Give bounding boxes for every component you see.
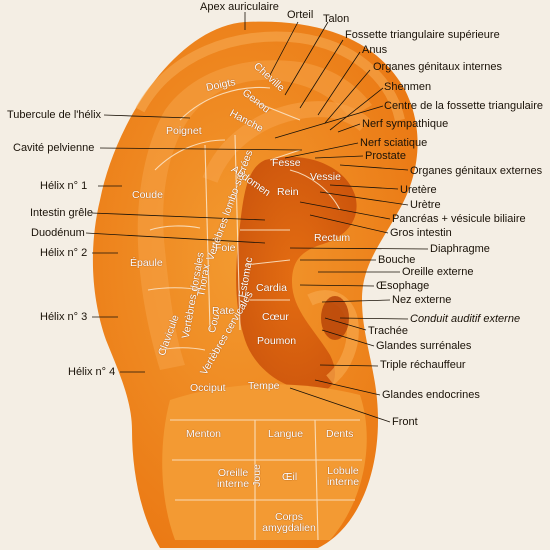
zone-langue: Langue [268, 428, 304, 440]
zone-fesse: Fesse [272, 157, 301, 169]
label-duodenum: Duodénum [31, 227, 85, 239]
label-gros-intestin: Gros intestin [390, 227, 452, 239]
zone-rate: Rate [212, 305, 235, 317]
label-anus: Anus [362, 44, 388, 56]
concha [236, 156, 357, 392]
label-orteil: Orteil [287, 9, 314, 21]
label-front: Front [392, 416, 418, 428]
zone-rein: Rein [277, 186, 299, 198]
label-cavite-pelvienne: Cavité pelvienne [13, 142, 95, 154]
zone-joue: Joue [250, 464, 263, 487]
label-helix-3: Hélix n° 3 [40, 311, 88, 323]
label-triple-rechauffeur: Triple réchauffeur [380, 359, 466, 371]
label-bouche: Bouche [378, 254, 416, 266]
label-conduit-auditif: Conduit auditif externe [410, 313, 521, 325]
label-glandes-endocrines: Glandes endocrines [382, 389, 480, 401]
tragus [307, 290, 359, 385]
label-uretre: Urètre [410, 199, 441, 211]
zone-epaule: Épaule [130, 257, 163, 269]
antihelix [202, 101, 371, 184]
label-helix-1: Hélix n° 1 [40, 180, 88, 192]
label-nerf-sympathique: Nerf sympathique [362, 118, 449, 130]
zone-corps-amygdalien: Corps amygdalien [262, 511, 316, 534]
label-apex-auriculaire: Apex auriculaire [200, 1, 279, 13]
label-nez-externe: Nez externe [392, 294, 452, 306]
label-nerf-sciatique: Nerf sciatique [360, 137, 428, 149]
label-oreille-externe: Oreille externe [402, 266, 474, 278]
zone-tempe: Tempe [248, 380, 280, 392]
label-pancreas: Pancréas + vésicule biliaire [392, 213, 526, 225]
label-shenmen: Shenmen [384, 81, 432, 93]
zone-menton: Menton [186, 428, 222, 440]
zone-lobule: Lobule interne [326, 465, 360, 488]
zone-foie: Foie [215, 242, 236, 254]
scapha-band [137, 60, 372, 370]
helix-rim [135, 31, 405, 122]
label-trachee: Trachée [368, 325, 408, 337]
zone-dividers [147, 86, 362, 541]
label-talon: Talon [323, 13, 350, 25]
zone-oreille-interne: Oreille interne [216, 467, 250, 490]
label-tubercule-helix: Tubercule de l'hélix [7, 109, 102, 121]
label-intestin-grele: Intestin grêle [30, 207, 93, 219]
label-prostate: Prostate [365, 150, 406, 162]
pointer-lines [85, 12, 429, 423]
label-fossette-sup: Fossette triangulaire supérieure [345, 29, 500, 41]
zone-oeil: Œil [282, 471, 298, 483]
zone-occiput: Occiput [190, 382, 226, 394]
label-organes-genitaux-externes: Organes génitaux externes [410, 165, 543, 177]
zone-dents: Dents [326, 428, 354, 440]
label-organes-genitaux-internes: Organes génitaux internes [373, 61, 503, 73]
zone-vessie: Vessie [310, 171, 341, 183]
label-diaphragme: Diaphragme [430, 243, 490, 255]
zone-coeur: Cœur [262, 311, 289, 323]
ear-canal [321, 296, 349, 340]
label-glandes-surrenales: Glandes surrénales [376, 340, 472, 352]
label-centre-fossette: Centre de la fossette triangulaire [384, 100, 543, 112]
zone-poumon: Poumon [257, 335, 297, 347]
zone-poignet: Poignet [166, 125, 202, 137]
zone-cardia: Cardia [256, 282, 287, 294]
label-helix-2: Hélix n° 2 [40, 247, 88, 259]
zone-coude: Coude [132, 189, 163, 201]
label-helix-4: Hélix n° 4 [68, 366, 116, 378]
label-uretere: Uretère [400, 184, 437, 196]
zone-rectum: Rectum [314, 232, 351, 244]
label-oesophage: Œsophage [376, 280, 430, 292]
